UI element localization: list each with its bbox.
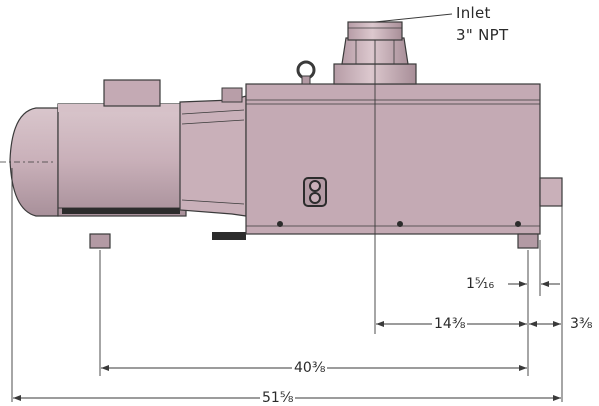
inlet-label: Inlet [456,4,491,22]
dimension-lines [13,281,561,401]
oil-sight-glass [303,177,327,207]
inlet-size-label: 3" NPT [456,26,509,44]
motor-body [57,103,187,217]
pump-body [245,83,541,235]
dimension-outlet-offset: 1⁵⁄₁₆ [464,276,497,292]
dimension-outlet-projection: 3⅜ [568,316,595,332]
extension-lines [11,40,563,402]
mounting-feet [89,233,539,249]
terminal-box [103,79,161,107]
outlet-port [539,177,563,207]
dimension-foot-spacing: 40⅜ [292,360,328,376]
inlet-leader-line [374,13,453,23]
dimension-inlet-to-outlet: 14⅜ [432,316,468,332]
lifting-eye [296,60,316,85]
coupling-housing [179,87,247,240]
dimension-overall-length: 51⅝ [260,390,296,406]
